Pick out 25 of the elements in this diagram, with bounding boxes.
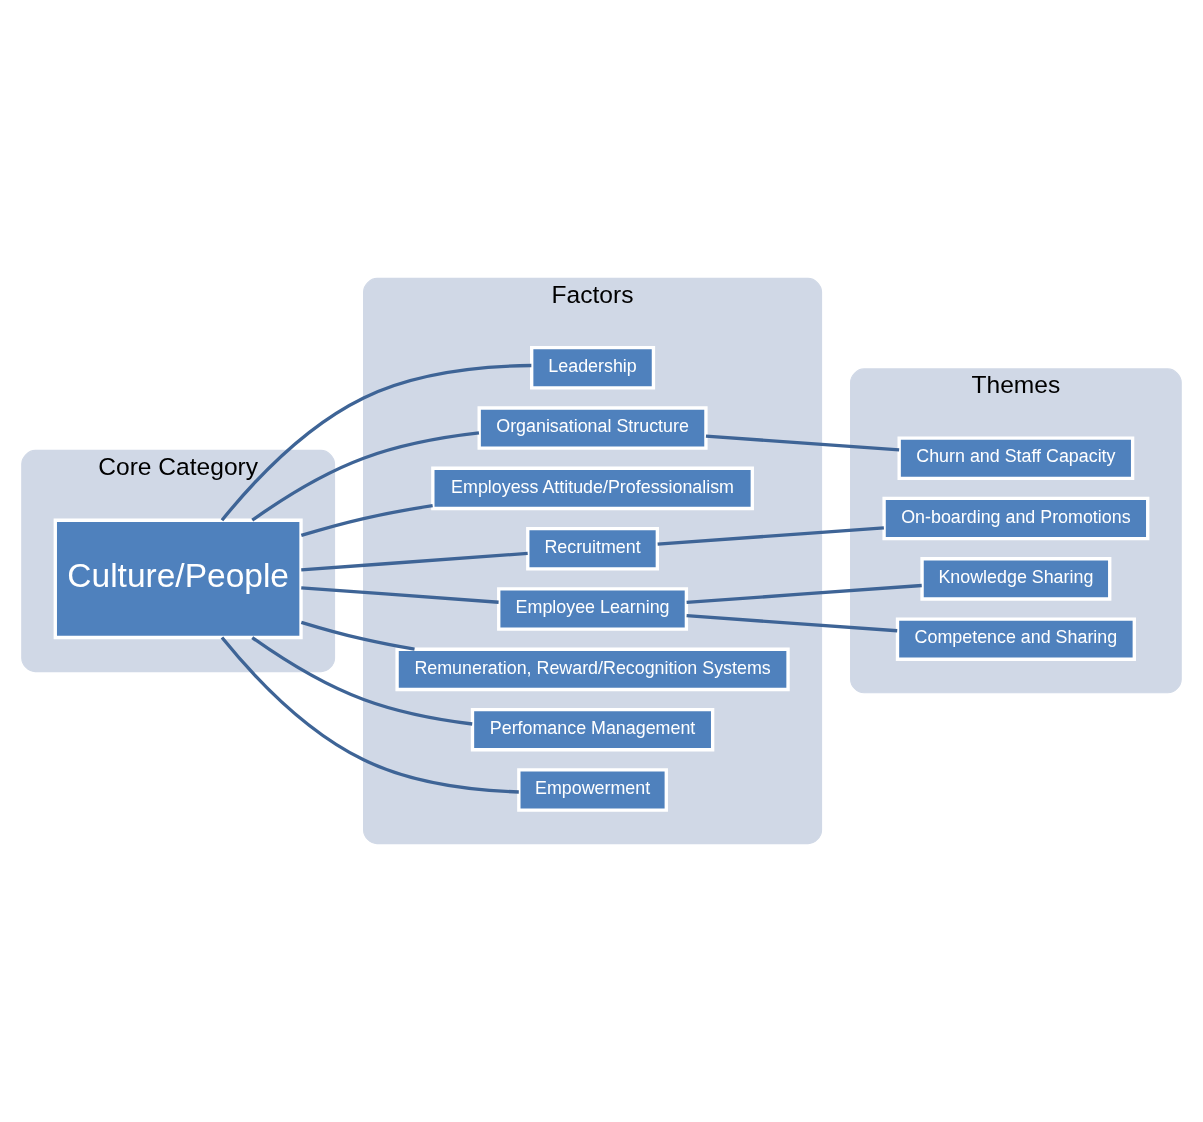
node-box: Competence and Sharing <box>895 617 1136 661</box>
connector <box>301 586 499 604</box>
node-box: Knowledge Sharing <box>920 557 1112 601</box>
node-box: Recruitment <box>526 526 660 571</box>
node-box: Organisational Structure <box>477 406 708 450</box>
connector <box>251 431 480 522</box>
connector <box>657 526 884 546</box>
connector <box>220 636 519 794</box>
connector <box>220 363 532 522</box>
node-box: Perfomance Management <box>470 707 715 752</box>
node-box: Remuneration, Reward/Recognition Systems <box>395 647 790 692</box>
node-box: Culture/People <box>53 518 303 640</box>
connector <box>686 614 898 633</box>
node-box: Employess Attitude/Professionalism <box>431 466 754 511</box>
connector <box>300 503 433 538</box>
connector <box>705 434 900 452</box>
node-box: Empowerment <box>517 768 668 812</box>
connector <box>300 620 415 651</box>
connector <box>686 583 922 605</box>
node-box: On-boarding and Promotions <box>882 496 1150 541</box>
node-box: Churn and Staff Capacity <box>897 436 1135 480</box>
connector <box>301 551 528 572</box>
connector <box>251 636 473 726</box>
node-box: Leadership <box>530 346 656 390</box>
node-box: Employee Learning <box>497 587 689 631</box>
